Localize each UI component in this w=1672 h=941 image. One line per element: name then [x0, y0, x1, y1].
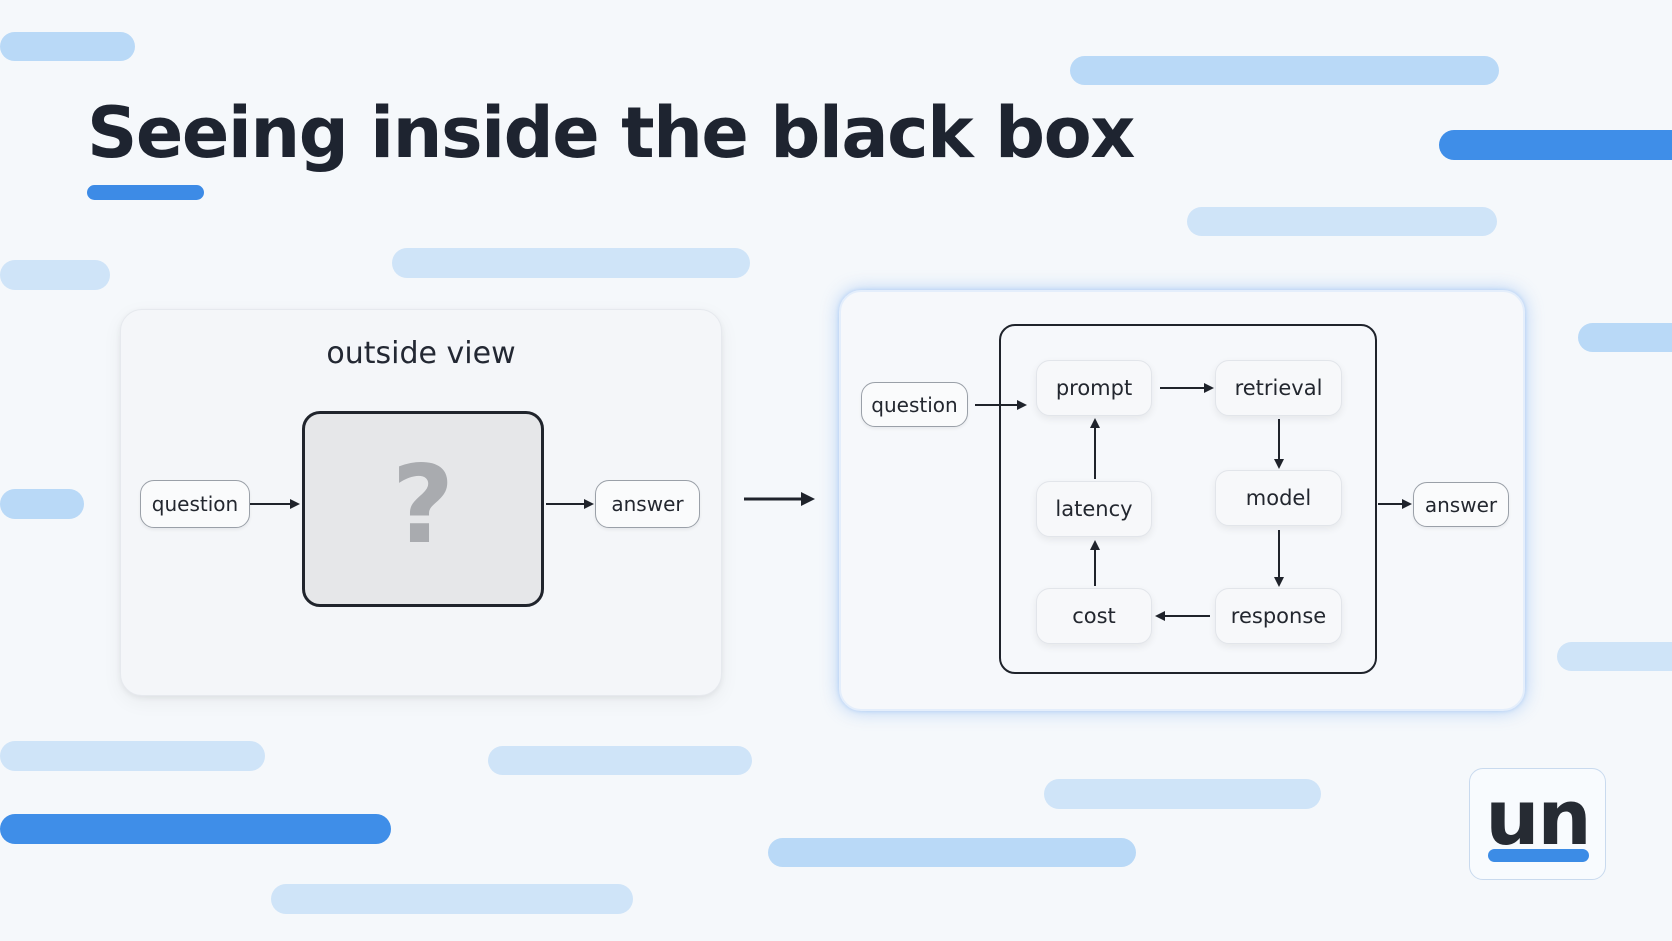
title-underline [87, 185, 204, 200]
decor-bar [768, 838, 1136, 867]
brand-logo: un [1469, 768, 1606, 880]
node-response: response [1215, 588, 1342, 644]
decor-bar [0, 741, 265, 771]
decor-bar [1578, 323, 1672, 352]
decor-bar [1557, 642, 1672, 671]
decor-bar [1070, 56, 1499, 85]
inside-question-pill: question [861, 382, 968, 427]
outside-view-heading: outside view [326, 336, 516, 371]
decor-bar [488, 746, 752, 775]
inside-answer-pill: answer [1413, 482, 1509, 527]
decor-bar [0, 260, 110, 290]
outside-question-pill: question [140, 480, 250, 528]
decor-bar [0, 814, 391, 844]
question-mark-icon: ? [391, 442, 455, 568]
page-title: Seeing inside the black box [87, 92, 1135, 174]
node-cost: cost [1036, 588, 1152, 644]
node-latency: latency [1036, 481, 1152, 537]
decor-bar [0, 32, 135, 61]
decor-bar [1044, 779, 1321, 809]
logo-text: un [1485, 773, 1591, 862]
decor-bar [0, 489, 84, 519]
pipeline-frame [999, 324, 1377, 674]
logo-underline [1488, 849, 1589, 862]
decor-bar [1439, 130, 1672, 160]
node-model: model [1215, 470, 1342, 526]
decor-bar [1187, 207, 1497, 236]
decor-bar [271, 884, 633, 914]
node-retrieval: retrieval [1215, 360, 1342, 416]
outside-answer-pill: answer [595, 480, 700, 528]
black-box: ? [302, 411, 544, 607]
node-prompt: prompt [1036, 360, 1152, 416]
decor-bar [392, 248, 750, 278]
